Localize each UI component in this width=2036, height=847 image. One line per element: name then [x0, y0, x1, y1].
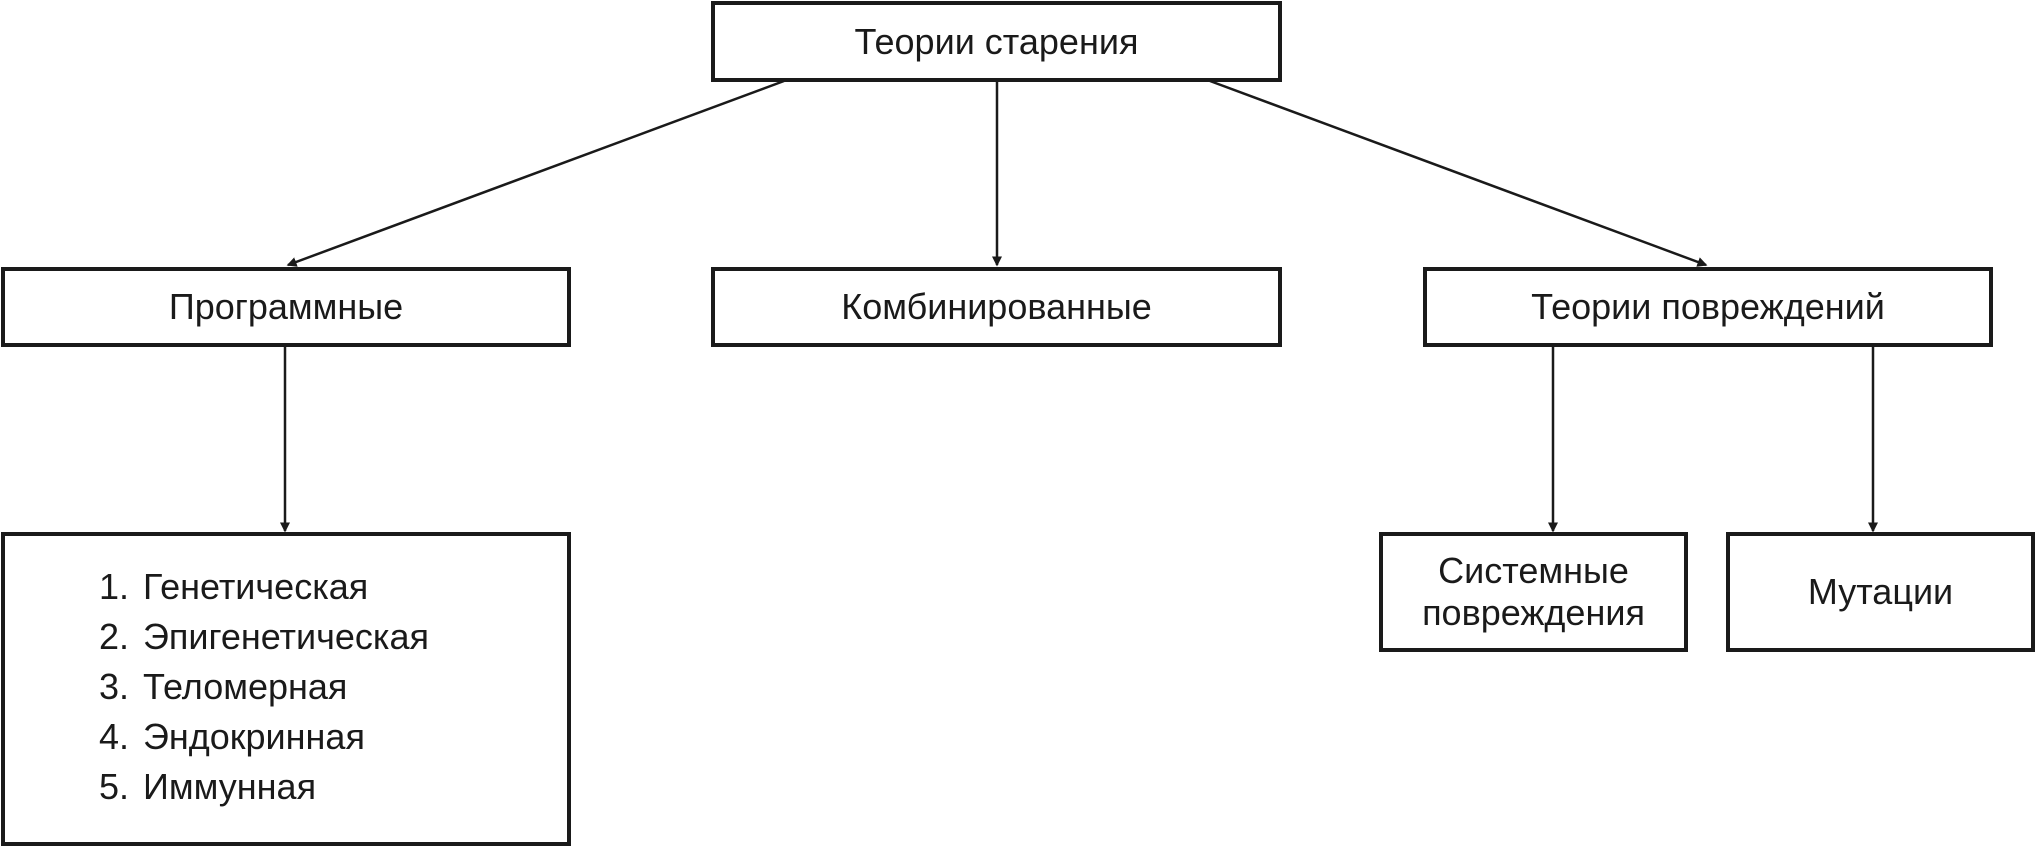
list-item-number: 1.: [98, 566, 130, 607]
list-item: 4. Эндокринная: [85, 712, 429, 762]
list-item: 2. Эпигенетическая: [85, 612, 429, 662]
list-item: 3. Теломерная: [85, 662, 429, 712]
leaf-mutations-label: Мутации: [1807, 571, 1954, 613]
root-node: Теории старения: [711, 1, 1282, 82]
leaf-systemic-damage-line2: повреждения: [1422, 592, 1645, 633]
branch-combined-label: Комбинированные: [841, 286, 1152, 328]
list-item: 5. Иммунная: [85, 762, 429, 812]
leaf-mutations: Мутации: [1726, 532, 2035, 652]
list-item-label: Эндокринная: [143, 716, 365, 757]
arrow-root-to-programmed: [286, 79, 785, 267]
list-item-number: 5.: [98, 766, 130, 807]
list-item-label: Иммунная: [143, 766, 317, 807]
branch-programmed-label: Программные: [168, 286, 404, 328]
branch-damage-label: Теории повреждений: [1531, 286, 1885, 328]
list-item: 1. Генетическая: [85, 562, 429, 612]
branch-programmed: Программные: [1, 267, 571, 347]
programmed-theories-list: 1. Генетическая 2. Эпигенетическая 3. Те…: [85, 562, 429, 812]
list-item-label: Теломерная: [143, 666, 348, 707]
list-item-number: 4.: [98, 716, 130, 757]
list-item-number: 2.: [98, 616, 130, 657]
leaf-systemic-damage-label: Системные повреждения: [1422, 550, 1645, 634]
branch-combined: Комбинированные: [711, 267, 1282, 347]
programmed-theories-list-box: 1. Генетическая 2. Эпигенетическая 3. Те…: [1, 532, 571, 846]
list-item-label: Эпигенетическая: [143, 616, 429, 657]
leaf-systemic-damage-line1: Системные: [1438, 550, 1629, 591]
list-item-number: 3.: [98, 666, 130, 707]
leaf-systemic-damage: Системные повреждения: [1379, 532, 1688, 652]
arrow-root-to-damage: [1209, 79, 1708, 267]
branch-damage: Теории повреждений: [1423, 267, 1993, 347]
list-item-label: Генетическая: [143, 566, 369, 607]
root-node-label: Теории старения: [854, 20, 1139, 62]
